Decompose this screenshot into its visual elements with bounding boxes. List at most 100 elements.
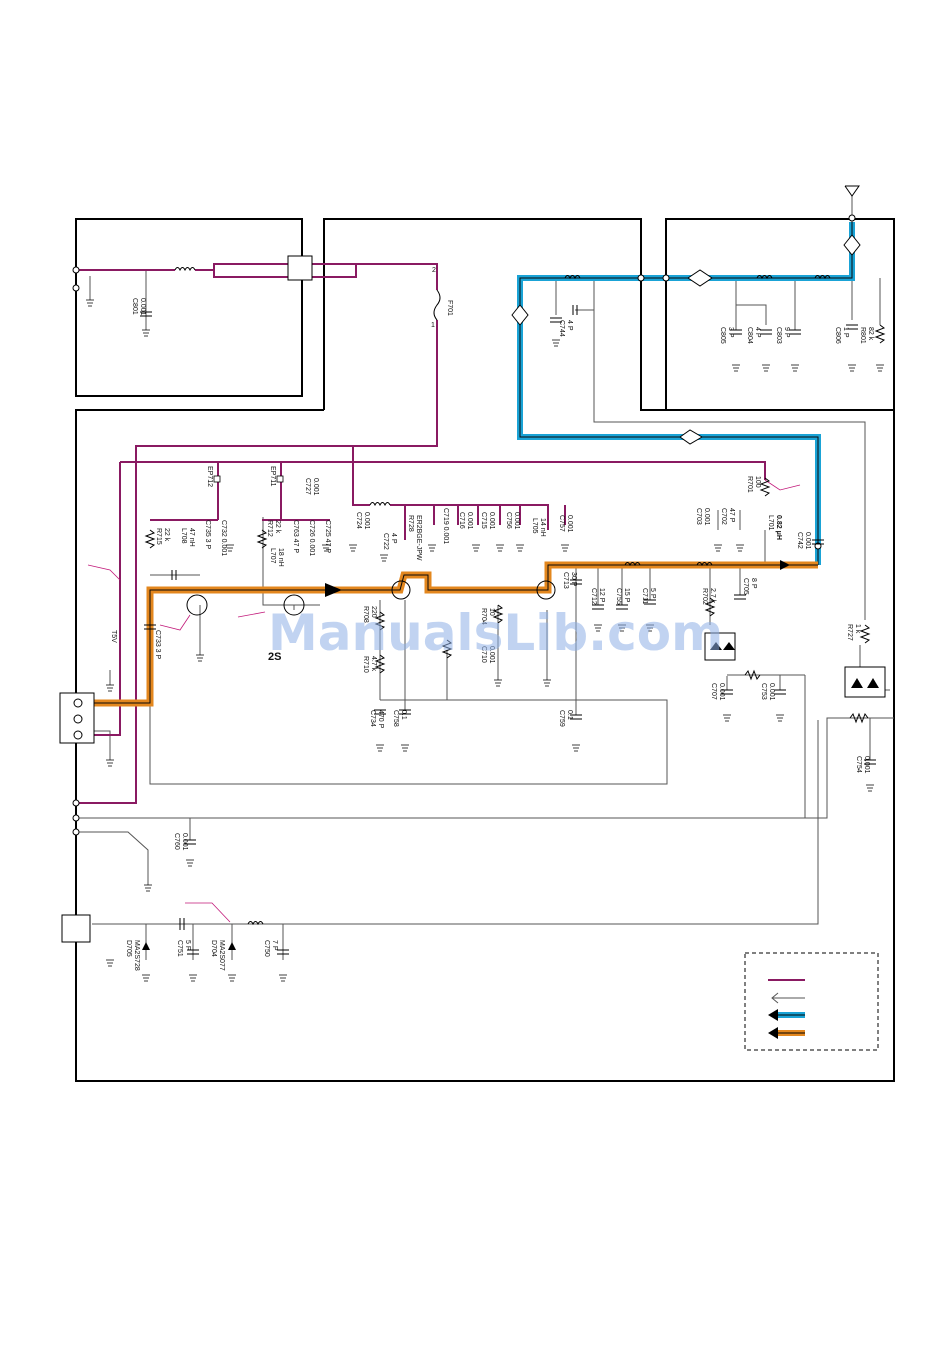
label-r708: R708 [362, 606, 369, 623]
label-c750: C750 [263, 940, 270, 957]
label-r712: R712 [266, 520, 273, 537]
label-r704-value: 10 [488, 608, 495, 616]
label-c711: C711 [641, 588, 648, 604]
label-c756: C756 [505, 512, 512, 529]
label-c760-value: 0.001 [181, 833, 188, 851]
label-c763: C763 47 P [292, 520, 299, 553]
label-l701-value: 0.82 μH [775, 515, 782, 540]
label-c710-value: 0.001 [488, 646, 495, 664]
label-c715-value: 0.001 [488, 512, 495, 530]
label-c712: C712 [590, 588, 597, 605]
label-t5v: T5V [110, 630, 117, 643]
label-c702-value: 47 P [728, 508, 735, 523]
block-outlines [75, 218, 895, 1082]
signal-wires [76, 195, 894, 960]
label-r715: R715 [155, 528, 162, 545]
fuse-f701 [433, 289, 441, 321]
label-r701-value: 100 [754, 476, 761, 488]
label-c702: C702 [720, 508, 727, 525]
label-f701-pin1: 1 [431, 322, 435, 329]
label-c760: C760 [173, 833, 180, 850]
label-c703-value: 0.001 [703, 508, 710, 526]
label-c734-value: 470 P [377, 710, 384, 729]
legend-signal-arrow [771, 992, 805, 1004]
label-c742: C742 [796, 532, 803, 549]
antenna-symbol [844, 185, 860, 197]
label-c722-value: 4 P [390, 533, 397, 544]
label-l708: L708 [180, 528, 187, 544]
label-c806-value: 1 P [842, 327, 849, 338]
label-c726: C726 0.001 [308, 520, 315, 556]
label-c756-value: 0.001 [513, 512, 520, 530]
label-l705-value: 14 nH [539, 518, 546, 537]
label-l707: L707 [269, 548, 276, 564]
label-c735: C735 3 P [204, 520, 211, 550]
label-c707-value: 0.001 [718, 683, 725, 701]
label-r728: R728 [407, 515, 414, 532]
label-l701: L701 [767, 515, 774, 531]
label-c711-value: 5 P [649, 588, 656, 599]
transistor-q1 [186, 594, 208, 616]
label-d705: D705 [125, 940, 132, 957]
label-transistor-partial: 2S [268, 651, 281, 663]
transistor-q2 [283, 594, 305, 616]
label-c716: C716 [458, 512, 465, 529]
label-r704: R704 [480, 608, 487, 625]
label-c705-value: 8 P [750, 578, 757, 589]
label-c759: C759 [558, 710, 565, 727]
label-l707-value: 18 nH [277, 548, 284, 567]
label-ep712: EP712 [206, 466, 213, 487]
label-c757-value: 0.001 [566, 515, 573, 533]
label-r702-value: 2.7 k [709, 588, 716, 604]
label-r801: R801 [859, 327, 866, 344]
label-r710-value: 4.7 k [370, 656, 377, 672]
label-c753: C753 [760, 683, 767, 700]
label-c758: C758 [392, 710, 399, 727]
label-r710: R710 [362, 656, 369, 673]
label-c722: C722 [382, 533, 389, 550]
label-c804-value: 4 P [754, 327, 761, 338]
label-f701: F701 [446, 300, 453, 316]
label-r702: R702 [701, 588, 708, 605]
label-f701-pin2: 2 [432, 267, 436, 274]
legend-box [744, 952, 879, 1051]
label-c753-value: 0.001 [768, 683, 775, 701]
label-c758-value: 0.1 [400, 710, 407, 720]
label-c806: C806 [834, 327, 841, 344]
label-c703: C703 [695, 508, 702, 525]
label-c710: C710 [480, 646, 487, 663]
label-c744-value: 4 P [566, 320, 573, 331]
label-c727-value: 0.001 [312, 478, 319, 496]
label-r727-value: 1 k [854, 624, 861, 634]
label-c734: C734 [369, 710, 376, 727]
label-d704: D704 [210, 940, 217, 957]
fet-q3 [391, 580, 411, 600]
label-c724: C724 [355, 512, 362, 529]
label-c732: C732 0.001 [220, 520, 227, 556]
label-c719: C719 0.001 [442, 508, 449, 544]
main-block [75, 409, 895, 1082]
label-c727: C727 [304, 478, 311, 495]
label-c755: C755 [615, 588, 622, 605]
label-c751-value: 5 P [184, 940, 191, 951]
connector-bottom [61, 914, 91, 943]
watermark: ManualsLib.com [268, 604, 723, 662]
label-ep711: EP711 [269, 466, 276, 487]
components [59, 185, 886, 982]
label-c801: C801 [131, 298, 138, 315]
fet-q4 [536, 580, 556, 600]
label-r801-value: 82 k [867, 327, 874, 341]
label-c754: C754 [855, 756, 862, 773]
label-c751: C751 [176, 940, 183, 957]
label-r715-value: 22 k [163, 528, 170, 542]
label-c705: C705 [742, 578, 749, 595]
label-c803-value: 9 P [783, 327, 790, 338]
label-c755-value: 15 P [623, 588, 630, 603]
label-c712-value: 12 P [598, 588, 605, 603]
label-c805: C805 [719, 327, 726, 344]
label-c733: C733 3 P [154, 630, 161, 660]
label-c757: C757 [558, 515, 565, 532]
power-lines [76, 263, 801, 923]
label-c742-value: 0.001 [804, 532, 811, 550]
